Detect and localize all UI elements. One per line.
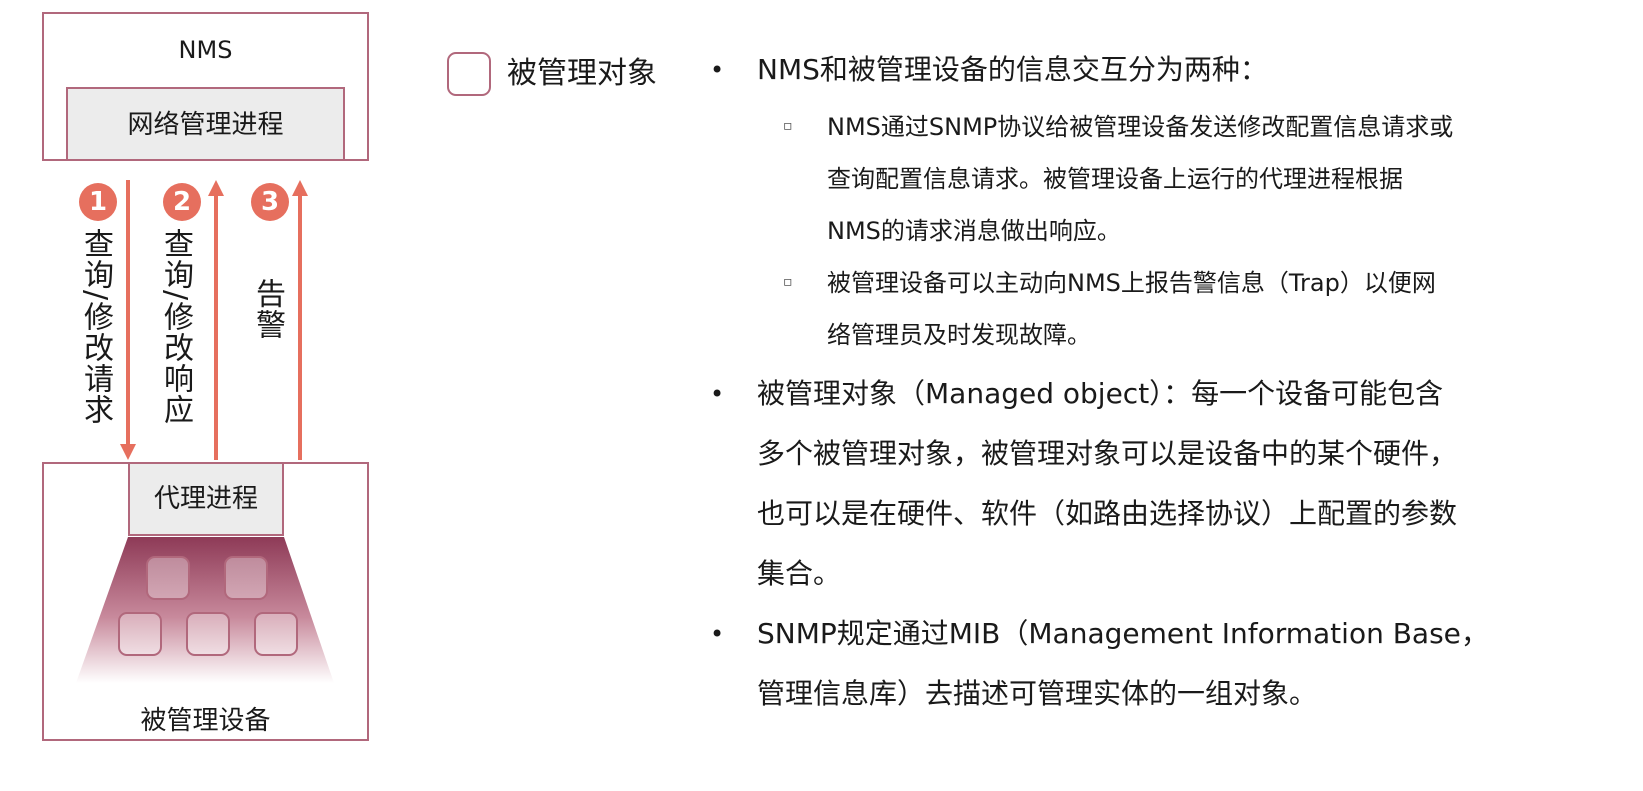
sub-2-line-1: 被管理设备可以主动向NMS上报告警信息（Trap）以便网 [827, 269, 1436, 297]
request-label: 查询/修改请求 [78, 228, 113, 426]
sub-1-line-3: NMS的请求消息做出响应。 [827, 217, 1121, 245]
response-label: 查询/修改响应 [158, 228, 193, 426]
bullet-icon: • [710, 380, 725, 408]
step-3-badge: 3 [251, 183, 289, 221]
bullet-1-text: NMS和被管理设备的信息交互分为两种： [757, 53, 1268, 86]
bullet-2-line-4: 集合。 [757, 557, 842, 590]
managed-object-icon [224, 556, 268, 600]
bullet-2-line-2: 多个被管理对象，被管理对象可以是设备中的某个硬件， [757, 437, 1458, 470]
nms-process-label: 网络管理进程 [127, 110, 284, 140]
nms-process-box: 网络管理进程 [66, 87, 345, 161]
agent-process-label: 代理进程 [153, 484, 258, 514]
managed-object-icon [118, 612, 162, 656]
managed-object-legend-icon [447, 52, 491, 96]
sub-2-line-2: 络管理员及时发现故障。 [827, 321, 1091, 349]
bullet-2-line-1: 被管理对象（Managed object）：每一个设备可能包含 [757, 377, 1444, 410]
agent-process-box: 代理进程 [128, 462, 284, 536]
alarm-arrowhead [292, 180, 308, 196]
legend-label: 被管理对象 [507, 56, 657, 91]
step-2-badge: 2 [163, 183, 201, 221]
device-cone [76, 537, 334, 683]
request-arrowhead [120, 444, 136, 460]
bullet-3-line-1: SNMP规定通过MIB（Management Information Base， [757, 617, 1489, 650]
bullet-2-line-3: 也可以是在硬件、软件（如路由选择协议）上配置的参数 [757, 497, 1458, 530]
alarm-label: 告警 [250, 278, 285, 340]
bullet-icon: • [710, 56, 725, 84]
sub-1-line-1: NMS通过SNMP协议给被管理设备发送修改配置信息请求或 [827, 113, 1454, 141]
managed-object-icon [254, 612, 298, 656]
managed-object-icon [146, 556, 190, 600]
step-1-badge: 1 [79, 183, 117, 221]
sub-1-line-2: 查询配置信息请求。被管理设备上运行的代理进程根据 [827, 165, 1403, 193]
managed-object-icon [186, 612, 230, 656]
sub-bullet-icon: ▫ [783, 118, 793, 134]
bullet-3-line-2: 管理信息库）去描述可管理实体的一组对象。 [757, 677, 1318, 710]
sub-bullet-icon: ▫ [783, 274, 793, 290]
response-arrowhead [208, 180, 224, 196]
bullet-icon: • [710, 620, 725, 648]
device-label: 被管理设备 [140, 706, 271, 736]
nms-title: NMS [178, 36, 233, 64]
